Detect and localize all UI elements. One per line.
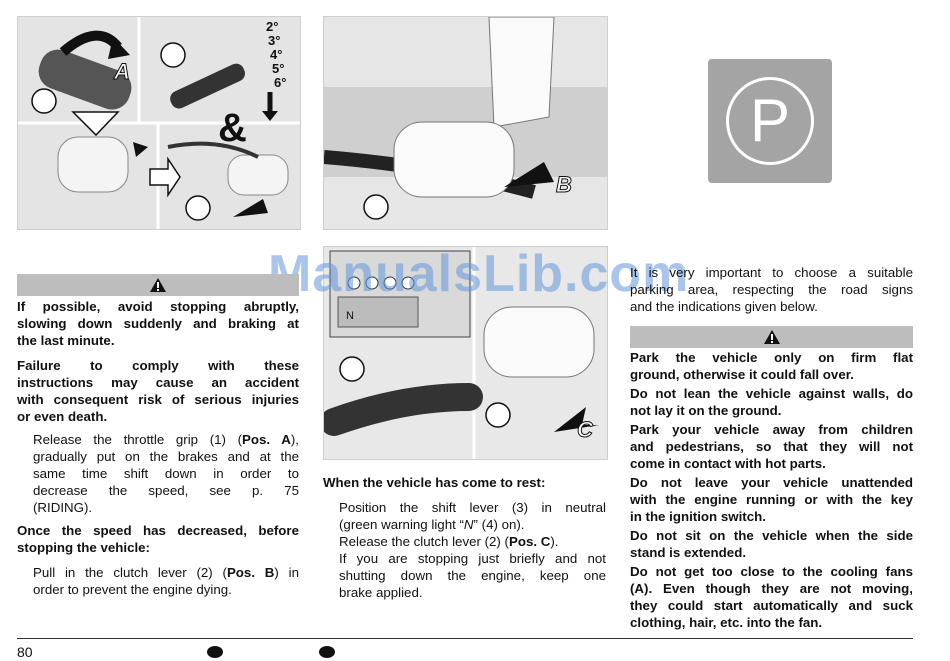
- callout-1: [31, 88, 57, 114]
- parking-letter: P: [749, 87, 791, 154]
- callout-2b: [185, 195, 211, 221]
- warning-firm-ground: Park the vehicle only on firm flat groun…: [630, 350, 913, 382]
- parking-intro: It is very important to choose a suitabl…: [630, 265, 913, 314]
- dashboard-shift-svg: N C: [324, 247, 607, 459]
- parking-symbol: P: [708, 59, 832, 183]
- watermark: ManualsLib.com: [268, 245, 690, 303]
- dashboard-shift-photo: N C: [323, 246, 608, 460]
- speed-heading: Once the speed has decreased, before sto…: [17, 523, 299, 555]
- parking-warnings: Park the vehicle only on firm flat groun…: [630, 349, 913, 631]
- callout-3: [339, 356, 365, 382]
- warning-side-stand: Do not sit on the vehicle when the side …: [630, 528, 913, 560]
- throttle-clutch-illustration: A 2° 3° 4° 5° 6° &: [17, 16, 301, 230]
- warning-bar-col1: [17, 274, 299, 296]
- gear-label-4: 4°: [270, 47, 282, 62]
- warning-stopping: If possible, avoid stopping abruptly, sl…: [17, 299, 299, 348]
- warning-triangle-icon: [763, 330, 780, 344]
- photo-label-c: C: [577, 417, 594, 442]
- warning-walls: Do not lean the vehicle against walls, d…: [630, 386, 913, 418]
- photo-label-b: B: [556, 172, 572, 197]
- throttle-clutch-svg: A 2° 3° 4° 5° 6° &: [18, 17, 300, 229]
- gear-label-3: 3°: [268, 33, 280, 48]
- footer-rule: [17, 638, 913, 639]
- glove-clutch-svg: B: [324, 17, 607, 229]
- pull-clutch-text: Pull in the clutch lever (2) (Pos. B) in…: [33, 565, 299, 597]
- warning-children: Park your vehicle away from children and…: [630, 422, 913, 471]
- glove-clutch-photo: B: [323, 16, 608, 230]
- registration-mark-right: [319, 646, 335, 658]
- photo1-label-a: A: [113, 59, 130, 84]
- warning-bar-col3: [630, 326, 913, 348]
- warning-unattended: Do not leave your vehicle unattended wit…: [630, 475, 913, 524]
- dashboard-n-indicator: N: [346, 310, 354, 322]
- callout-2: [160, 42, 186, 68]
- page-number: 80: [17, 644, 33, 660]
- gear-label-6: 6°: [274, 75, 286, 90]
- gear-label-2: 2°: [266, 19, 278, 34]
- release-throttle-text: Release the throttle grip (1) (Pos. A), …: [33, 432, 299, 515]
- warning-cooling-fans: Do not get too close to the cooling fans…: [630, 564, 913, 630]
- neutral-symbol: N: [463, 517, 474, 532]
- callout-2d: [485, 402, 511, 428]
- rest-heading: When the vehicle has come to rest:: [323, 475, 546, 490]
- ampersand-symbol: &: [218, 106, 247, 150]
- registration-mark-left: [207, 646, 223, 658]
- callout-2c: [363, 194, 389, 220]
- gear-label-5: 5°: [272, 61, 284, 76]
- warning-triangle-icon: [150, 278, 166, 292]
- shift-neutral-text: Position the shift lever (3) in neutral …: [339, 500, 606, 600]
- warning-accident: Failure to comply with these instruction…: [17, 358, 299, 424]
